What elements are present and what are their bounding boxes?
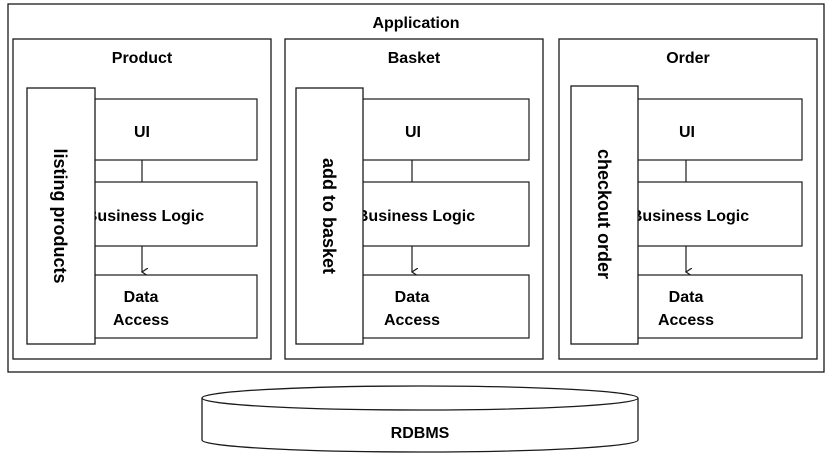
feature-slice-box xyxy=(26,87,96,345)
feature-slice-box xyxy=(295,87,364,345)
data-access-label-line2: Access xyxy=(113,312,169,329)
module-product: Product UI Business Logic Data Access li… xyxy=(12,38,272,360)
database-top xyxy=(201,385,639,411)
feature-slice-label: listing products xyxy=(50,149,70,284)
business-logic-label: Business Logic xyxy=(86,208,204,225)
feature-slice-label: checkout order xyxy=(594,149,614,279)
module-order: Order UI Business Logic Data Access chec… xyxy=(558,38,818,360)
module-title: Basket xyxy=(388,50,441,67)
data-access-label-line2: Access xyxy=(384,312,440,329)
module-title: Order xyxy=(666,50,710,67)
data-access-label-line2: Access xyxy=(658,312,714,329)
feature-slice-label: add to basket xyxy=(319,158,339,274)
application-title: Application xyxy=(372,15,459,32)
database-label: RDBMS xyxy=(391,425,450,442)
data-access-label-line1: Data xyxy=(124,289,159,306)
ui-layer-label: UI xyxy=(405,124,421,141)
database-body xyxy=(201,398,639,453)
feature-slice-box xyxy=(570,85,639,345)
data-access-label-line1: Data xyxy=(395,289,430,306)
data-access-label-line1: Data xyxy=(669,289,704,306)
module-basket: Basket UI Business Logic Data Access add… xyxy=(284,38,544,360)
module-title: Product xyxy=(112,50,173,67)
ui-layer-label: UI xyxy=(134,124,150,141)
ui-layer-label: UI xyxy=(679,124,695,141)
database-cylinder: RDBMS xyxy=(201,385,639,453)
business-logic-label: Business Logic xyxy=(631,208,749,225)
business-logic-label: Business Logic xyxy=(357,208,475,225)
